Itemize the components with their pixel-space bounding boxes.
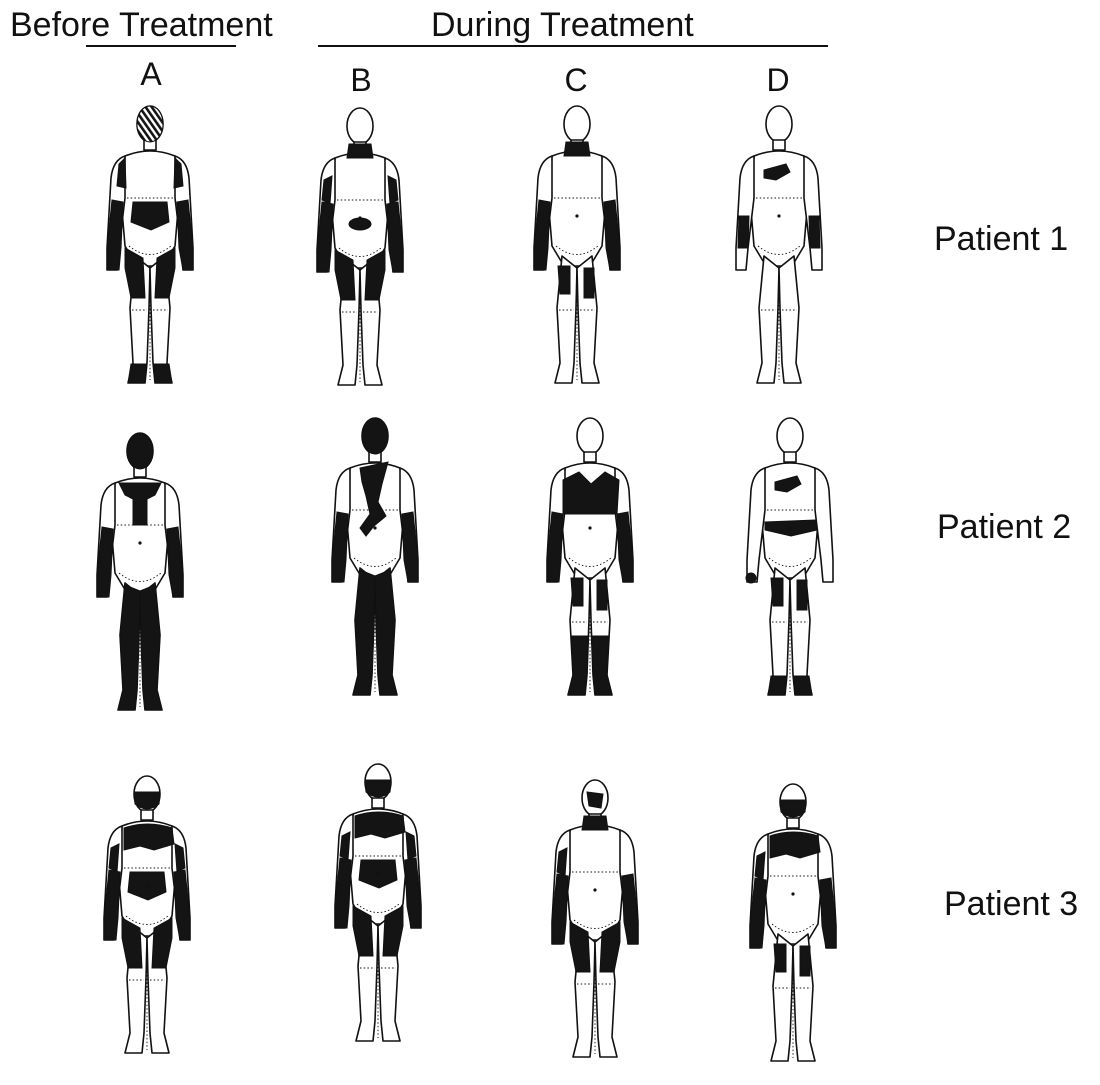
lesion-face <box>780 800 806 817</box>
lesion-navel <box>349 218 371 230</box>
lesion-thigh-right-small <box>800 946 810 976</box>
lesion-thigh-right-small <box>584 268 594 298</box>
body-outline-part <box>784 452 796 462</box>
body-outline-part <box>757 256 779 383</box>
patient-label-1: Patient 1 <box>934 222 1068 256</box>
column-label-a: A <box>121 58 181 90</box>
lesion-leg-right <box>375 570 397 695</box>
body-figure-p2-c <box>535 410 645 710</box>
lesion-leg-left <box>118 585 140 710</box>
body-outline-part <box>564 106 590 142</box>
body-figure-p3-b <box>323 756 433 1056</box>
lesion-arm-right <box>388 176 398 204</box>
body-outline-part <box>347 108 373 144</box>
lesion-arm-left <box>557 848 567 876</box>
navel-dot <box>593 888 596 891</box>
lesion-shoulders <box>770 832 820 858</box>
body-outline-part <box>372 798 384 808</box>
lesion-arm-right <box>175 844 185 872</box>
body-outline-part <box>773 140 785 150</box>
body-figure-p3-c <box>540 772 650 1072</box>
lesion-thigh-left-small <box>774 944 786 972</box>
patient-label-3: Patient 3 <box>944 887 1078 921</box>
lesion-thigh-left-small <box>571 578 583 606</box>
body-outline-part <box>787 818 799 828</box>
navel-dot <box>788 526 791 529</box>
body-figure-p3-a <box>92 768 202 1068</box>
navel-dot <box>791 892 794 895</box>
navel-dot <box>588 526 591 529</box>
navel-dot <box>777 214 780 217</box>
body-figure-p3-d <box>738 776 848 1076</box>
body-figure-p1-a <box>95 98 205 398</box>
lesion-foot-left <box>128 364 146 383</box>
navel-dot <box>376 872 379 875</box>
body-outline-part <box>331 153 389 268</box>
lesion-shoulders <box>355 812 405 838</box>
lesion-neck <box>582 816 608 830</box>
lesion-forearm-right-small <box>809 216 820 248</box>
body-figure-p2-b <box>320 410 430 710</box>
navel-dot <box>373 526 376 529</box>
lesion-foot-right <box>794 676 812 695</box>
column-label-d: D <box>748 64 808 96</box>
column-label-b: B <box>331 64 391 96</box>
navel-dot <box>138 541 141 544</box>
navel-dot <box>148 214 151 217</box>
body-outline-part <box>779 256 801 383</box>
body-outline-part <box>141 810 153 820</box>
body-outline-part <box>777 418 803 454</box>
lesion-thigh-right-small <box>797 580 807 610</box>
lesion-thigh-left-small <box>558 266 570 294</box>
before-treatment-underline <box>86 45 236 47</box>
lesion-arm-left <box>109 844 119 872</box>
body-outline-part <box>747 468 765 582</box>
lesion-leg-right <box>140 585 162 710</box>
body-figure-p1-c <box>522 98 632 398</box>
before-treatment-header: Before Treatment <box>10 8 273 42</box>
lesion-forearm-left-small <box>738 216 749 248</box>
lesion-neck <box>564 142 590 156</box>
body-outline-part <box>804 156 822 270</box>
lesion-shoulders <box>124 824 174 850</box>
column-label-c: C <box>546 64 606 96</box>
lesion-leg-left <box>353 570 375 695</box>
lesion-head <box>127 433 153 469</box>
patient-label-2: Patient 2 <box>937 510 1071 544</box>
body-outline-part <box>548 151 606 266</box>
lesion-arm-left <box>340 832 350 860</box>
lesion-thigh-right-small <box>597 580 607 610</box>
lesion-head <box>362 418 388 454</box>
lesion-arm-right <box>406 832 416 860</box>
body-figure-p1-b <box>305 100 415 400</box>
lesion-shin-left <box>568 636 588 695</box>
body-outline-part <box>815 468 833 582</box>
body-outline-part <box>566 825 624 940</box>
lesion-arm-left <box>755 852 765 880</box>
body-outline-part <box>766 106 792 142</box>
lesion-hand-left <box>746 573 756 583</box>
body-outline-part <box>577 418 603 454</box>
lesion-head-hatched <box>137 106 163 142</box>
lesion-foot-right <box>154 364 172 383</box>
lesion-neck <box>347 144 373 158</box>
body-figure-p2-d <box>735 410 845 710</box>
during-treatment-header: During Treatment <box>431 8 694 42</box>
body-figure-p1-d <box>724 98 834 398</box>
navel-dot <box>145 884 148 887</box>
body-outline-part <box>584 452 596 462</box>
lesion-thigh-left-small <box>771 578 783 606</box>
body-figure-p2-a <box>85 425 195 725</box>
body-outline-part <box>736 156 754 270</box>
lesion-face <box>365 780 391 797</box>
lesion-face <box>134 792 160 809</box>
lesion-foot-left <box>768 676 786 695</box>
lesion-shin-right <box>592 636 612 695</box>
lesion-face-small <box>587 792 603 808</box>
navel-dot <box>358 216 361 219</box>
during-treatment-underline <box>318 45 828 47</box>
navel-dot <box>575 214 578 217</box>
lesion-arm-left <box>322 176 332 204</box>
